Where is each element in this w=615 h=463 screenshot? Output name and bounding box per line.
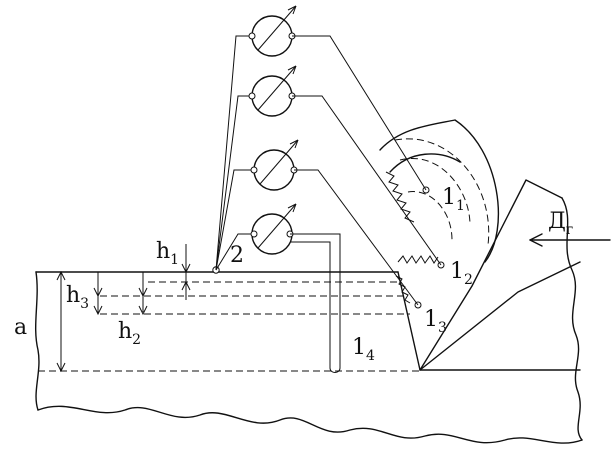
label-probe-2: 12 xyxy=(450,259,473,288)
label-common-point: 2 xyxy=(230,243,244,268)
label-region-a: a xyxy=(14,315,27,340)
lead-to-meter-3 xyxy=(215,169,254,271)
label-probe-4: 14 xyxy=(352,335,375,364)
chip-inner-curve xyxy=(389,153,461,173)
chip-dashed-arc-3 xyxy=(407,191,453,241)
zigzag-junction-1 xyxy=(385,171,415,223)
lead-from-meter-2 xyxy=(292,95,442,266)
workpiece-right-wavy-edge xyxy=(561,197,583,441)
chip-outer-curve xyxy=(379,119,500,263)
lead-to-meter-2 xyxy=(215,95,252,271)
lead-from-meter-1 xyxy=(292,35,427,191)
dimension-h2 xyxy=(138,272,148,316)
cutting-tool-flank xyxy=(419,261,581,371)
label-h3: h3 xyxy=(66,283,89,312)
dimension-h2-extra xyxy=(93,272,103,316)
galvanometer-4 xyxy=(250,203,297,255)
label-h1: h1 xyxy=(156,239,179,268)
label-force: Дг xyxy=(548,209,573,238)
lead-to-meter-1 xyxy=(215,35,252,271)
galvanometer-3 xyxy=(250,139,299,191)
galvanometer-2 xyxy=(248,65,297,117)
lead-from-meter-3 xyxy=(294,169,419,306)
zigzag-junction-3 xyxy=(395,275,411,304)
dimension-h3 xyxy=(56,270,66,373)
galvanometer-1 xyxy=(248,5,297,57)
workpiece-bottom-wavy-edge xyxy=(37,405,583,444)
force-arrow xyxy=(529,233,611,247)
workpiece-left-edge xyxy=(35,271,40,411)
dimension-h1 xyxy=(181,244,191,300)
chip-dashed-arc-2 xyxy=(394,138,490,246)
label-probe-3: 13 xyxy=(424,307,447,336)
lead-to-meter-4 xyxy=(215,233,254,271)
label-probe-1: 11 xyxy=(442,185,465,214)
cutting-tool-wedge xyxy=(397,179,563,371)
probe-4-hairpin xyxy=(290,233,341,373)
zigzag-junction-2 xyxy=(397,255,439,264)
chip-dashed-arc-1 xyxy=(399,158,471,226)
label-h2: h2 xyxy=(118,319,141,348)
